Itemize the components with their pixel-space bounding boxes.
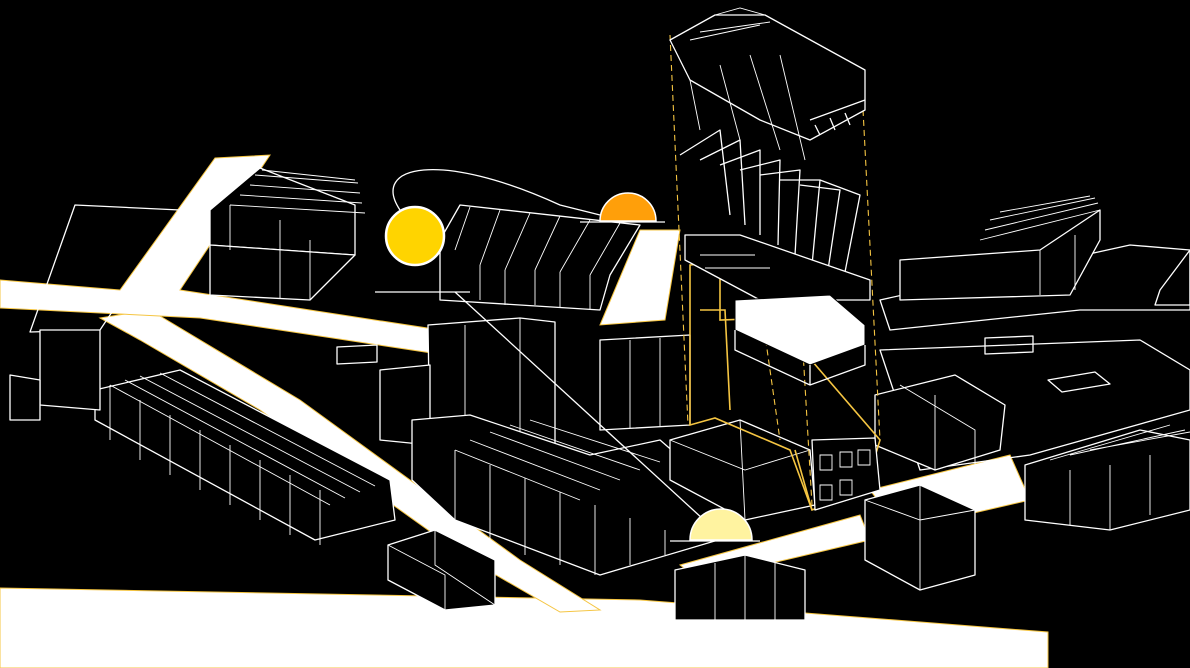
parcel-right-far	[879, 244, 1190, 331]
building-top-center	[439, 204, 641, 311]
parcel-center-right	[879, 339, 1190, 471]
sun-ray	[454, 291, 716, 531]
projection-line	[669, 34, 689, 426]
building-left-edge	[9, 329, 101, 421]
road-upper-left	[0, 154, 446, 356]
parcel-small-rect-3	[336, 344, 378, 365]
building-bottom-center	[674, 554, 806, 621]
half-sun-icon-morning	[689, 508, 753, 541]
parcel-small-rect	[1047, 371, 1111, 393]
tower-fins	[679, 129, 861, 273]
sun-arc	[392, 169, 601, 216]
road-bottom	[0, 587, 1049, 668]
building-bottom-right	[864, 424, 1190, 591]
sun-path	[375, 169, 760, 542]
buildings	[9, 167, 1190, 621]
half-sun-icon	[599, 192, 657, 222]
building-row-left	[94, 369, 396, 545]
parcel-small-rect-2	[984, 335, 1034, 355]
exploded-tower	[669, 7, 881, 511]
building-bottom-left	[387, 529, 496, 611]
sun-icon	[384, 205, 446, 267]
building-top-right	[899, 195, 1101, 301]
tower-podium	[734, 294, 866, 366]
parcel-right-edge	[1154, 249, 1190, 306]
parcel-outlines	[29, 204, 1190, 471]
tower-mid-floor	[684, 234, 871, 301]
road-center-branch	[599, 229, 681, 326]
building-mid-right	[669, 374, 1006, 521]
building-top-left	[209, 167, 366, 301]
tower-ground-facade	[811, 437, 881, 511]
tower-crown	[669, 14, 866, 141]
